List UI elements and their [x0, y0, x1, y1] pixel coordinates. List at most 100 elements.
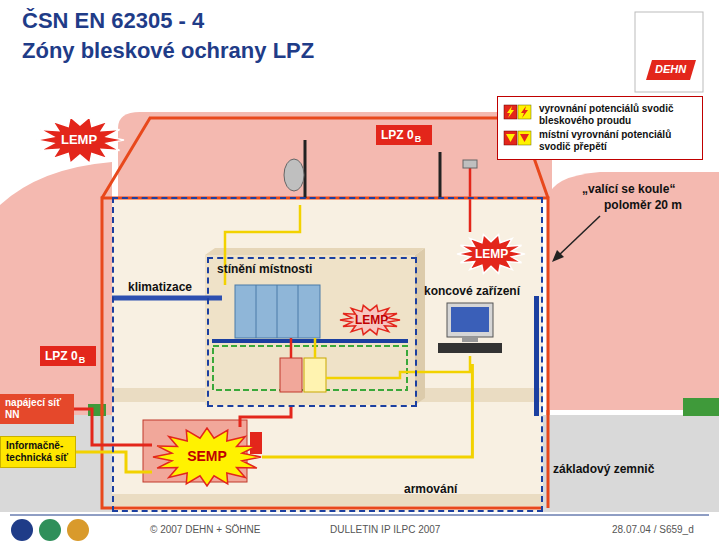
lightning-protection-system: [102, 410, 543, 508]
rolling-sphere-arrow: [552, 250, 564, 262]
antenna-masts: [284, 140, 477, 198]
server-cabinet: [256, 285, 257, 338]
internal-wiring: [314, 338, 317, 358]
legend-text: místní vyrovnání potenciálů svodič přepě…: [539, 129, 675, 153]
antenna-masts: [463, 160, 477, 168]
terminal-computer: [438, 343, 502, 353]
distribution-boxes: [304, 358, 326, 392]
lightning-protection-system: [102, 118, 548, 508]
footer: [10, 515, 709, 516]
connector: [76, 452, 152, 472]
equipotential-bar: [534, 296, 539, 416]
room-shielding-body: [205, 248, 425, 405]
lemp-bursts: [340, 305, 400, 334]
lpz0-zone: [0, 162, 112, 415]
connector: [262, 364, 472, 457]
logo-text: DEHN: [655, 63, 686, 75]
lemp-bursts: [36, 117, 525, 335]
connector: [240, 407, 291, 427]
lightning-arrester-symbol: [504, 105, 517, 119]
building-interior: [112, 197, 543, 512]
zone-subscript: B: [415, 134, 422, 144]
aircon-duct: [112, 296, 222, 301]
dehn-logo: [635, 12, 703, 92]
zone-label: LPZ 0: [381, 128, 414, 142]
room-shielding-body: [205, 255, 415, 405]
lpz2-room: stínění místnosti: [207, 257, 417, 407]
footer: [39, 519, 61, 541]
surge-arrester-symbol: [503, 130, 533, 146]
lemp-label: LEMP: [475, 247, 508, 261]
lpz0-zone: [118, 112, 552, 198]
lightning-protection-system: [102, 118, 548, 198]
building-interior: [112, 197, 543, 512]
surge-arrester-symbol: [518, 131, 531, 145]
lightning-arrester-symbol: [503, 104, 533, 120]
surge-arrester-symbol: [506, 134, 515, 142]
terminal-computer: [447, 303, 493, 337]
lpz-label-boxes: [40, 125, 432, 366]
footer-text: 28.07.04 / S659_d: [612, 524, 694, 535]
dehn-logo: [646, 60, 696, 80]
lemp-bursts: [457, 235, 525, 274]
antenna-masts: [439, 152, 442, 198]
server-cabinet: [235, 285, 320, 338]
note: poloměr 20 m: [604, 198, 682, 212]
lemp-bursts: [36, 117, 124, 164]
rolling-sphere-arrow: [558, 216, 600, 256]
room-shielding-body: [205, 248, 425, 255]
node-text: stínění místnosti: [217, 262, 312, 276]
lemp-label: LEMP: [61, 132, 97, 147]
subtitle: Zóny bleskové ochrany LPZ: [22, 38, 314, 64]
title: ČSN EN 62305 - 4: [22, 8, 204, 34]
zone-label: LPZ 0: [45, 349, 78, 363]
node-text: Informačně-technická síť: [6, 440, 70, 464]
ground: [683, 398, 719, 416]
lightning-protection-system: [102, 198, 548, 415]
lpz-label-boxes: [40, 346, 96, 366]
rolling-sphere-arrow: [552, 216, 600, 262]
legend: vyrovnání potenciálů svodič bleskového p…: [497, 96, 703, 160]
lightning-arrester-symbol: [521, 106, 528, 118]
part-label: základový zemnič: [553, 462, 654, 476]
node-text: koncové zařízení: [424, 284, 520, 298]
footer: [11, 519, 33, 541]
antenna-masts: [284, 159, 304, 191]
node-text: SEMP: [152, 448, 262, 464]
part-label: klimatizace: [128, 280, 192, 294]
internal-wiring: [290, 338, 293, 358]
equipotential-bar: [534, 296, 539, 416]
lpz1-building: armovánístínění místnostiSEMPkoncové zař…: [112, 197, 543, 512]
footer: [10, 515, 709, 541]
semp-cabinet: [250, 432, 262, 454]
distribution-boxes: [280, 358, 302, 392]
lightning-protection-system: [547, 410, 550, 508]
footer-text: DULLETIN IP ILPC 2007: [330, 524, 440, 535]
legend-row: vyrovnání potenciálů svodič bleskového p…: [503, 103, 697, 127]
antenna-masts: [304, 140, 307, 198]
legend-text: vyrovnání potenciálů svodič bleskového p…: [539, 103, 675, 127]
terminal-device: koncové zařízení: [422, 284, 534, 364]
terminal-computer: [462, 337, 478, 342]
internal-wiring: [469, 168, 472, 232]
distribution-boxes: [280, 358, 326, 392]
semp-burst: SEMP: [152, 427, 262, 487]
zone-subscript: B: [79, 355, 86, 365]
note: „valící se koule“: [582, 182, 675, 196]
terminal-computer: [438, 303, 502, 353]
lpz0-zone: [548, 172, 719, 410]
dehn-logo: [635, 12, 703, 92]
server-cabinet: [235, 285, 320, 338]
footer-text: © 2007 DEHN + SÖHNE: [150, 524, 260, 535]
lightning-arrester-symbol: [507, 106, 514, 118]
server-cabinet: [298, 285, 299, 338]
surge-arrester-symbol: [520, 134, 529, 142]
building-interior: [112, 494, 543, 506]
lemp-label: LEMP: [355, 313, 388, 327]
internal-wiring: [326, 356, 470, 378]
legend-row: místní vyrovnání potenciálů svodič přepě…: [503, 129, 697, 153]
server-cabinet: [277, 285, 278, 338]
power-network-box: napájecí síť NN: [0, 394, 74, 424]
lpz-label-boxes: [376, 125, 432, 145]
